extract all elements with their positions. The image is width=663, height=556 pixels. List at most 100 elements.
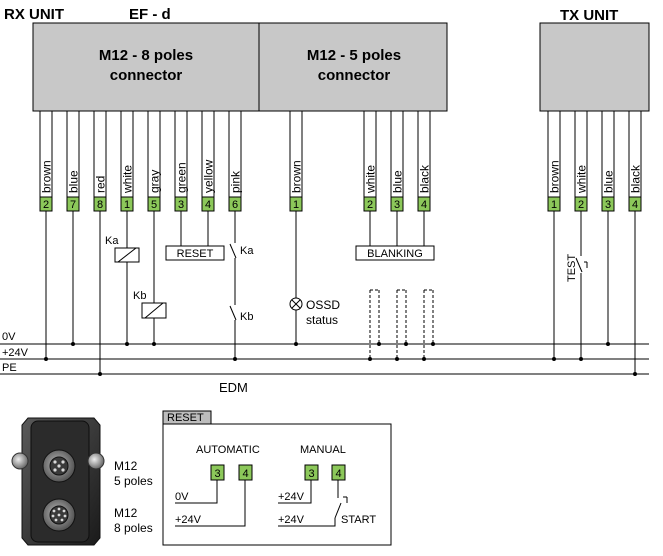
rx8-wire-color-label: brown: [40, 160, 54, 193]
rx5-pin-number: 3: [394, 199, 400, 211]
tx-pin-number: 4: [632, 199, 638, 211]
manual-label: MANUAL: [300, 444, 346, 456]
rx5-wire-white: white 2: [363, 110, 378, 212]
auto-pin-3-label: 3: [214, 468, 220, 480]
rx8-pin-number: 6: [232, 199, 238, 211]
blanking-input-label: BLANKING: [367, 248, 423, 260]
reset-input-label: RESET: [177, 248, 214, 260]
rx8-wire-color-label: red: [94, 176, 108, 193]
device-m12-5-line2: 5 poles: [114, 474, 153, 488]
rail-24v-label: +24V: [2, 347, 29, 359]
wire-runs: [45, 211, 636, 374]
mount-screw-icon: [87, 452, 105, 470]
blanking-jumpers: [369, 289, 434, 359]
reset-wiring-panel: RESET AUTOMATIC MANUAL 3 4 3 4 0V +24V +…: [162, 410, 392, 546]
m12-8-label-line2: connector: [110, 67, 183, 84]
rx8-wire-white: white 1: [120, 110, 135, 212]
ka-coil-label: Ka: [105, 235, 119, 247]
m12-5-label-line1: M12 - 5 poles: [307, 47, 401, 64]
rx8-pin-number: 3: [178, 199, 184, 211]
device-m12-5-line1: M12: [114, 459, 138, 473]
m12-5-connector-box: [258, 22, 448, 112]
mount-screw-icon: [11, 452, 29, 470]
rx8-pin-number: 8: [97, 199, 103, 211]
rx-device-illustration: [11, 417, 105, 546]
reset-input-box: [165, 245, 225, 261]
ka-contact-label: Ka: [240, 245, 254, 257]
rx8-wire-blue: blue 7: [66, 110, 81, 212]
test-label: TEST: [566, 254, 578, 282]
kb-contact: [229, 305, 237, 321]
test-button: [575, 257, 588, 273]
kb-coil-label: Kb: [133, 290, 146, 302]
rx5-wire-blue: blue 3: [390, 110, 405, 212]
tx-pin-number: 3: [605, 199, 611, 211]
junction-dots: [44, 342, 637, 376]
rx8-pin-number: 7: [70, 199, 76, 211]
rx8-wire-red: red 8: [93, 110, 108, 212]
automatic-label: AUTOMATIC: [196, 444, 260, 456]
rx8-pin-number: 2: [43, 199, 49, 211]
rx8-pin-number: 4: [205, 199, 211, 211]
rx5-pin-number: 2: [367, 199, 373, 211]
power-rails: [0, 343, 649, 375]
rx8-wire-group: brown 2 blue 7 red 8 white 1 gray 5 green 3 yellow 4 p…: [39, 110, 243, 212]
manual-pin-3-label: 3: [308, 468, 314, 480]
rx5-wire-color-label: blue: [391, 170, 405, 193]
auto-0v-label: 0V: [175, 491, 189, 503]
ossd-status-label: status: [306, 313, 338, 327]
m12-8-label-line1: M12 - 8 poles: [99, 47, 193, 64]
rx5-wire-brown: brown 1: [289, 110, 304, 212]
manual-24v-label-2: +24V: [278, 514, 305, 526]
rx5-wire-black: black 4: [417, 110, 432, 212]
rx8-wire-color-label: gray: [148, 170, 162, 193]
edm-label: EDM: [219, 380, 248, 395]
tx-wire-color-label: black: [629, 164, 643, 193]
rx8-wire-color-label: pink: [229, 170, 243, 193]
kb-contact-label: Kb: [240, 311, 253, 323]
tx-pin-number: 1: [551, 199, 557, 211]
rx8-wire-color-label: yellow: [202, 159, 216, 193]
rail-0v-label: 0V: [2, 331, 16, 343]
rx8-wire-pink: pink 6: [228, 110, 243, 212]
reset-panel-tab: [162, 410, 212, 425]
start-label: START: [341, 514, 376, 526]
ossd-lamp-icon: [289, 297, 303, 311]
rx5-pin-number: 4: [421, 199, 427, 211]
tx-unit-title: TX UNIT: [560, 7, 618, 24]
tx-unit-box: [539, 22, 650, 112]
rx8-wire-brown: brown 2: [39, 110, 54, 212]
rx8-wire-color-label: green: [175, 162, 189, 193]
tx-wire-color-label: brown: [548, 160, 562, 193]
rx8-wire-gray: gray 5: [147, 110, 162, 212]
rx8-wire-color-label: white: [121, 165, 135, 194]
rx8-pin-number: 5: [151, 199, 157, 211]
blanking-input-box: [355, 245, 435, 261]
rx8-wire-green: green 3: [174, 110, 189, 212]
rx5-wire-color-label: white: [364, 165, 378, 194]
ka-contact: [229, 243, 237, 259]
rx8-wire-color-label: blue: [67, 170, 81, 193]
start-switch-icon: [334, 502, 342, 519]
tx-wire-brown: brown 1: [547, 110, 562, 212]
rx5-wire-group: brown 1 white 2 blue 3 black 4: [289, 110, 432, 212]
m12-8-connector-box: [32, 22, 260, 112]
rx5-pin-number: 1: [293, 199, 299, 211]
rx-unit-title: RX UNIT: [4, 6, 64, 23]
tx-wire-black: black 4: [628, 110, 643, 212]
rx5-wire-color-label: black: [418, 164, 432, 193]
manual-24v-label-1: +24V: [278, 491, 305, 503]
ossd-label: OSSD: [306, 298, 340, 312]
tx-wire-color-label: blue: [602, 170, 616, 193]
rx8-pin-number: 1: [124, 199, 130, 211]
reset-panel-tab-label: RESET: [167, 412, 204, 424]
ef-model-title: EF - d: [129, 6, 171, 23]
rx8-wire-yellow: yellow 4: [201, 110, 216, 212]
rx5-wire-color-label: brown: [290, 160, 304, 193]
tx-wire-blue: blue 3: [601, 110, 616, 212]
device-m12-8-line2: 8 poles: [114, 521, 153, 535]
